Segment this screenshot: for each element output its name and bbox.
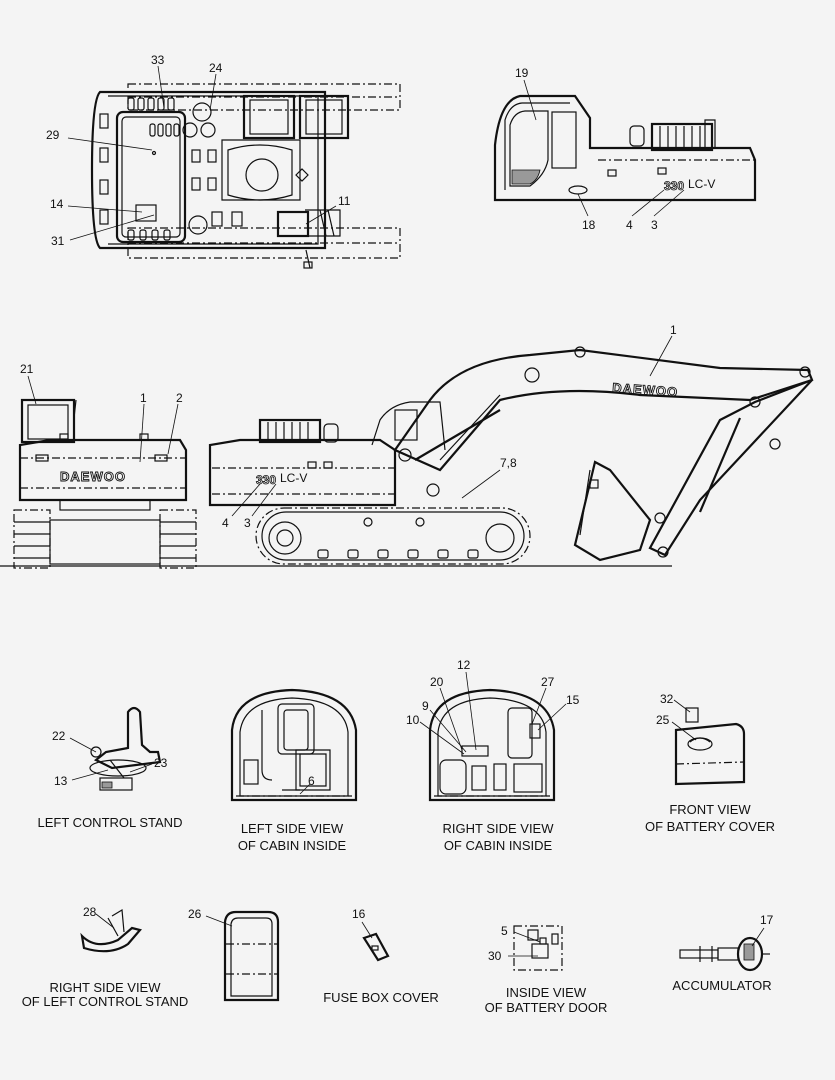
top-view-callouts: 33 24 29 14 31 11	[46, 53, 351, 248]
right-cabin-drawing	[428, 688, 556, 802]
battery-door-drawing	[513, 925, 563, 971]
callout-16: 16	[352, 907, 366, 921]
top-view-drawing	[90, 83, 401, 269]
caption-battery-door-1: INSIDE VIEW	[506, 985, 587, 1000]
caption-left-cabin-1: LEFT SIDE VIEW	[241, 821, 344, 836]
fuse-callouts-16: 16	[352, 907, 373, 939]
callout-2: 2	[176, 391, 183, 405]
caption-accumulator: ACCUMULATOR	[672, 978, 771, 993]
caption-fuse-box: FUSE BOX COVER	[323, 990, 439, 1005]
callout-9: 9	[422, 699, 429, 713]
callout-4: 4	[626, 218, 633, 232]
main-view-model-decal: 330	[256, 473, 276, 487]
callout-4-main: 4	[222, 516, 229, 530]
callout-12: 12	[457, 658, 471, 672]
rear-view-brand-decal: DAEWOO	[60, 469, 126, 484]
callout-1-boom: 1	[670, 323, 677, 337]
main-side-view-drawing: 330 LC-V DAEWOO	[0, 346, 814, 567]
callout-23: 23	[154, 756, 168, 770]
callout-17: 17	[760, 913, 774, 927]
battery-door-callouts: 5 30	[488, 924, 541, 963]
callout-31: 31	[51, 234, 65, 248]
rear-view-drawing: DAEWOO	[13, 398, 197, 569]
callout-18: 18	[582, 218, 596, 232]
callout-10: 10	[406, 713, 420, 727]
side-view-drawing: 330 LC-V	[493, 94, 757, 202]
callout-28: 28	[83, 905, 97, 919]
caption-battery-door-2: OF BATTERY DOOR	[485, 1000, 608, 1015]
cabin-door-drawing	[223, 910, 280, 1002]
main-side-view-callouts: 1 7,8 4 3	[222, 323, 677, 530]
callout-13: 13	[54, 774, 68, 788]
side-view-model-suffix: LC-V	[688, 177, 715, 191]
caption-battery-cover-2: OF BATTERY COVER	[645, 819, 775, 834]
callout-32: 32	[660, 692, 674, 706]
callout-27: 27	[541, 675, 555, 689]
battery-cover-drawing	[674, 707, 746, 786]
callout-5: 5	[501, 924, 508, 938]
side-view-model-decal: 330	[664, 179, 684, 193]
callout-15: 15	[566, 693, 580, 707]
caption-right-stand-1: RIGHT SIDE VIEW	[50, 980, 162, 995]
callout-29: 29	[46, 128, 60, 142]
left-cabin-callouts: 6	[299, 774, 315, 795]
callout-6: 6	[308, 774, 315, 788]
caption-left-cabin-2: OF CABIN INSIDE	[238, 838, 347, 853]
side-view-callouts: 19 18 4 3	[515, 66, 685, 232]
fuse-box-drawing	[362, 932, 390, 962]
callout-21: 21	[20, 362, 34, 376]
accumulator-drawing	[679, 936, 770, 972]
callout-20: 20	[430, 675, 444, 689]
callout-26: 26	[188, 907, 202, 921]
callout-33: 33	[151, 53, 165, 67]
caption-right-cabin-1: RIGHT SIDE VIEW	[443, 821, 555, 836]
callout-30: 30	[488, 949, 502, 963]
callout-24: 24	[209, 61, 223, 75]
caption-left-control-stand: LEFT CONTROL STAND	[38, 815, 183, 830]
left-control-stand-drawing	[89, 706, 162, 791]
callout-25: 25	[656, 713, 670, 727]
callout-1-rear: 1	[140, 391, 147, 405]
battery-cover-callouts: 32 25	[656, 692, 697, 741]
main-view-model-suffix: LC-V	[280, 471, 307, 485]
callout-19: 19	[515, 66, 529, 80]
caption-right-cabin-2: OF CABIN INSIDE	[444, 838, 553, 853]
right-cabin-callouts: 12 20 27 9 15 10	[406, 658, 580, 755]
callout-3: 3	[651, 218, 658, 232]
caption-right-stand-2: OF LEFT CONTROL STAND	[22, 994, 189, 1009]
left-cabin-drawing	[230, 688, 358, 802]
accumulator-callouts: 17	[751, 913, 774, 947]
caption-battery-cover-1: FRONT VIEW	[669, 802, 751, 817]
callout-11: 11	[338, 194, 351, 208]
callout-3-main: 3	[244, 516, 251, 530]
callout-14: 14	[50, 197, 64, 211]
right-side-stand-callouts: 28	[83, 905, 115, 929]
boom-brand-decal: DAEWOO	[612, 380, 679, 400]
callout-7-8: 7,8	[500, 456, 517, 470]
fuse-callouts-26: 26	[188, 907, 233, 927]
rear-view-callouts: 21 1 2	[20, 362, 183, 463]
callout-22: 22	[52, 729, 66, 743]
left-control-stand-callouts: 22 23 13	[52, 729, 168, 788]
